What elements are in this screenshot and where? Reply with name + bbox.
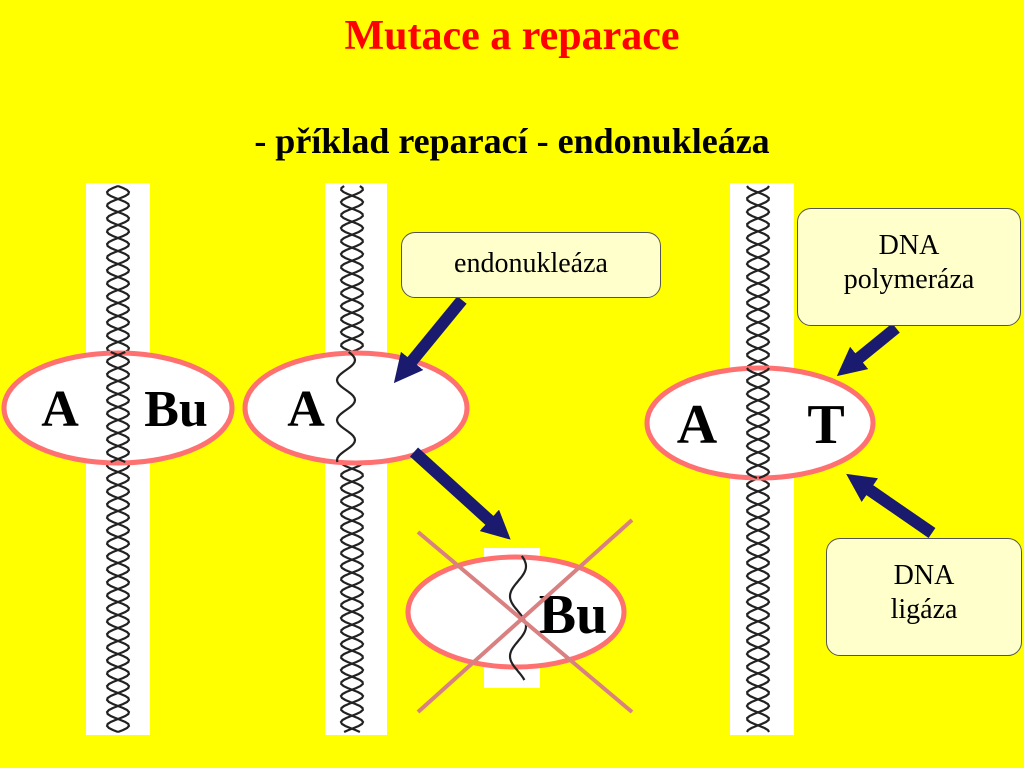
base-t-right: T bbox=[807, 394, 844, 456]
dna-strand-3-over-helix-1 bbox=[746, 367, 771, 480]
ligase-label-line2: ligáza bbox=[890, 593, 958, 625]
slide-subtitle: - příklad reparací - endonukleáza bbox=[254, 121, 770, 161]
endonuclease-box: endonukleáza bbox=[401, 232, 661, 298]
polymerase-label-line2: polymeráza bbox=[843, 263, 975, 295]
cross-line-1 bbox=[416, 530, 634, 714]
endonuclease-label: endonukleáza bbox=[454, 248, 608, 279]
base-bu-left: Bu bbox=[144, 381, 208, 438]
arrow-polymerase bbox=[836, 323, 900, 377]
base-a-left: A bbox=[41, 381, 79, 438]
base-a-right: A bbox=[677, 394, 718, 456]
dna-polymerase-box: DNA polymeráza bbox=[797, 208, 1021, 326]
dna-ligase-box: DNA ligáza bbox=[826, 538, 1022, 656]
polymerase-label-line1: DNA bbox=[878, 230, 940, 261]
dna-strand-2-single bbox=[335, 351, 357, 463]
dna-strand-3-over-helix-2 bbox=[745, 367, 770, 480]
dna-strands-overlay bbox=[105, 350, 771, 681]
arrow-ligase bbox=[846, 473, 936, 538]
arrow-excision bbox=[409, 447, 511, 540]
ligase-label-line1: DNA bbox=[893, 560, 955, 591]
dna-strand-1-over-helix-2 bbox=[105, 350, 131, 464]
arrow-endonuclease bbox=[393, 296, 467, 384]
cross-line-2 bbox=[416, 518, 634, 714]
base-a-middle: A bbox=[287, 381, 325, 438]
ellipse-a-cut bbox=[242, 350, 470, 466]
slide-title: Mutace a reparace bbox=[344, 13, 680, 59]
